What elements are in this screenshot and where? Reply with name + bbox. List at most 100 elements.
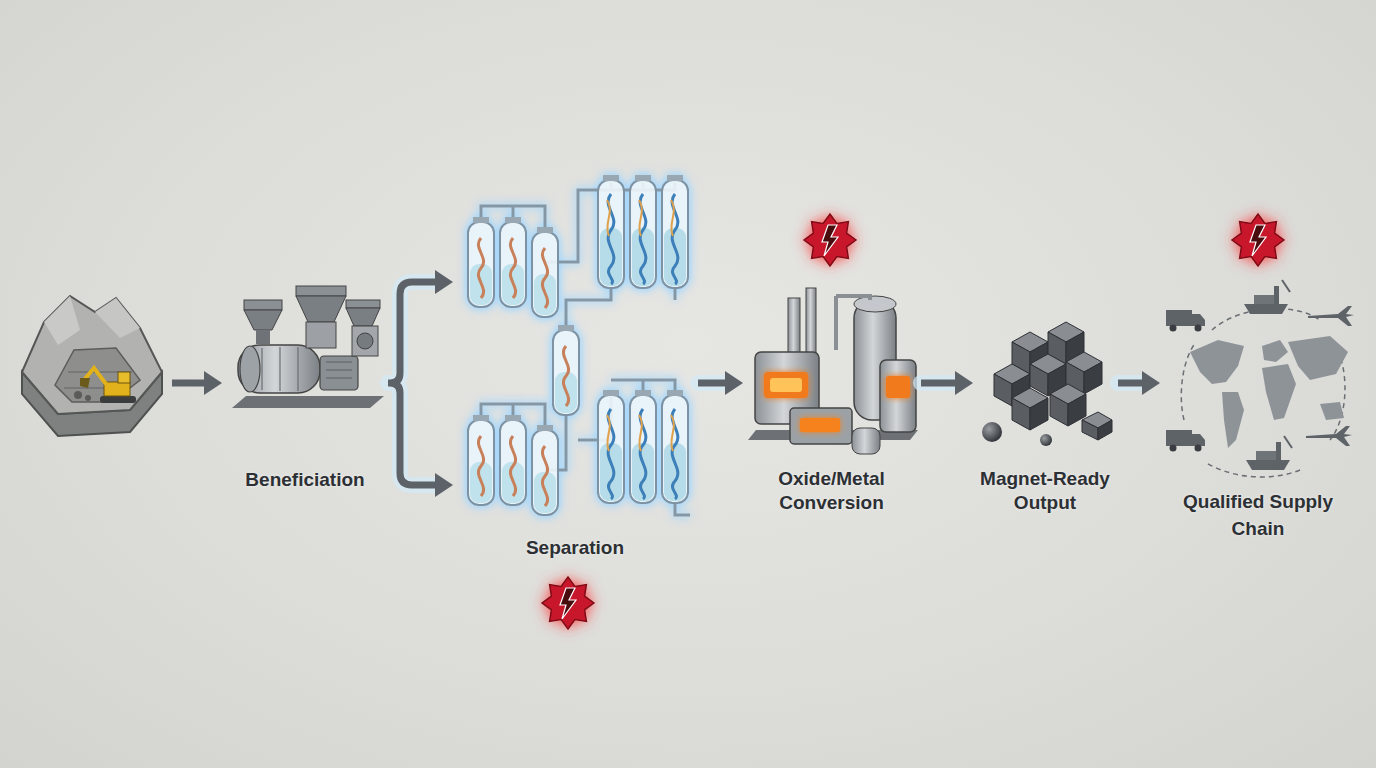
flow-arrow-part [172, 380, 208, 387]
world-map-icon-part [1244, 280, 1290, 314]
beneficiation-icon-part [296, 296, 346, 322]
world-map-icon-part [1288, 336, 1348, 380]
furnace-icon-part [854, 296, 896, 312]
risk-badge-part [542, 577, 594, 629]
world-map-icon [1166, 280, 1354, 477]
separation-icon-part [500, 415, 526, 505]
magnet-blocks-icon-part [1082, 420, 1098, 440]
mine-icon-part [95, 298, 140, 338]
furnace-icon [748, 288, 918, 454]
risk-badge [1232, 214, 1284, 266]
arrow-head [725, 371, 743, 395]
furnace-icon-part [770, 378, 802, 392]
magnet-blocks-icon-part [1098, 420, 1112, 440]
separation-icon-part [500, 217, 526, 307]
furnace-icon-part [788, 298, 800, 360]
beneficiation-icon-part [352, 326, 378, 356]
stage-label: Magnet-Ready Output [970, 467, 1120, 515]
label-stack: Magnet-Ready Output [970, 467, 1120, 515]
separation-icon-part [532, 425, 558, 515]
world-map-icon-part [1308, 306, 1354, 326]
beneficiation-icon-part [326, 362, 352, 378]
beneficiation-icon-part [346, 308, 380, 326]
stage-node: Magnet-Ready Output [975, 280, 1115, 515]
furnace-icon-part [836, 296, 870, 350]
stage-label: Beneficiation [245, 468, 364, 492]
magnet-blocks-icon-part [1050, 384, 1086, 426]
beneficiation-icon-part [244, 300, 282, 310]
beneficiation-icon-part [320, 356, 358, 390]
mine-icon-part [118, 372, 130, 383]
separation-icon-part [553, 325, 579, 415]
mine-icon-part [85, 395, 91, 401]
stage-label: Qualified Supply Chain [1183, 488, 1333, 542]
beneficiation-icon-part [256, 330, 270, 344]
beneficiation-icon-part [240, 346, 260, 392]
world-map-icon-part [1190, 340, 1244, 384]
world-map-icon-part [1306, 426, 1352, 446]
world-map-icon-part [1262, 364, 1296, 420]
connector-glow [388, 282, 439, 485]
connector-line [388, 282, 439, 485]
stage-node: Separation [455, 185, 695, 560]
flow-connector [1118, 371, 1160, 395]
magnet-blocks-icon-part [1012, 388, 1048, 430]
world-map-icon-part [1222, 392, 1244, 448]
arrow-head [435, 473, 453, 497]
connector-glow [921, 375, 959, 391]
label-stack: Oxide/Metal Conversion [757, 467, 907, 515]
beneficiation-icon-part [296, 286, 346, 296]
magnet-blocks-icon [982, 322, 1112, 446]
connector-line [1118, 380, 1146, 387]
magnet-blocks-icon-part [982, 422, 1002, 442]
world-map-icon-part [1181, 309, 1345, 477]
beneficiation-icon-part [232, 396, 384, 408]
separation-icon-part [662, 175, 688, 288]
arrow-head [435, 270, 453, 294]
world-map-icon-part [1262, 340, 1288, 362]
mine-icon-part [55, 348, 140, 402]
mine-icon-part [44, 296, 80, 345]
beneficiation-icon-part [262, 347, 298, 391]
separation-icon-part [630, 390, 656, 503]
separation-icon-part [468, 415, 494, 505]
beneficiation-icon-part [357, 333, 373, 349]
furnace-icon-part [790, 408, 852, 444]
connector-glow [698, 375, 729, 391]
world-map-icon-part [1320, 402, 1344, 420]
arrow-head [955, 371, 973, 395]
beneficiation-icon [232, 286, 384, 408]
mine-icon-part [104, 382, 130, 396]
separation-icon-part [630, 175, 656, 288]
beneficiation-icon-part [346, 300, 380, 308]
separation-icon-part [468, 217, 494, 307]
flow-connector [921, 371, 973, 395]
furnace-icon-part [764, 372, 808, 398]
label-stack: Separation [475, 536, 675, 560]
furnace-icon-part [806, 288, 816, 360]
separation-icon-part [532, 227, 558, 317]
arrow-head [1142, 371, 1160, 395]
beneficiation-icon-part [306, 322, 336, 348]
world-map-icon-part [1166, 310, 1205, 332]
stage-label: Separation [526, 536, 624, 560]
risk-badge [542, 577, 594, 629]
risk-badge-part [804, 214, 856, 266]
beneficiation-icon-part [244, 310, 282, 330]
beneficiation-icon-part [238, 345, 320, 393]
furnace-icon-part [852, 428, 880, 454]
furnace-icon-part [880, 360, 916, 432]
furnace-icon-part [886, 376, 910, 398]
connector-glow [1118, 375, 1146, 391]
furnace-icon-part [800, 418, 840, 432]
risk-badge-part [1232, 214, 1284, 266]
mine-icon-part [100, 396, 136, 403]
risk-badge [804, 214, 856, 266]
mine-icon-part [22, 296, 162, 414]
flow-arrow [172, 371, 222, 395]
flow-connector [698, 371, 743, 395]
